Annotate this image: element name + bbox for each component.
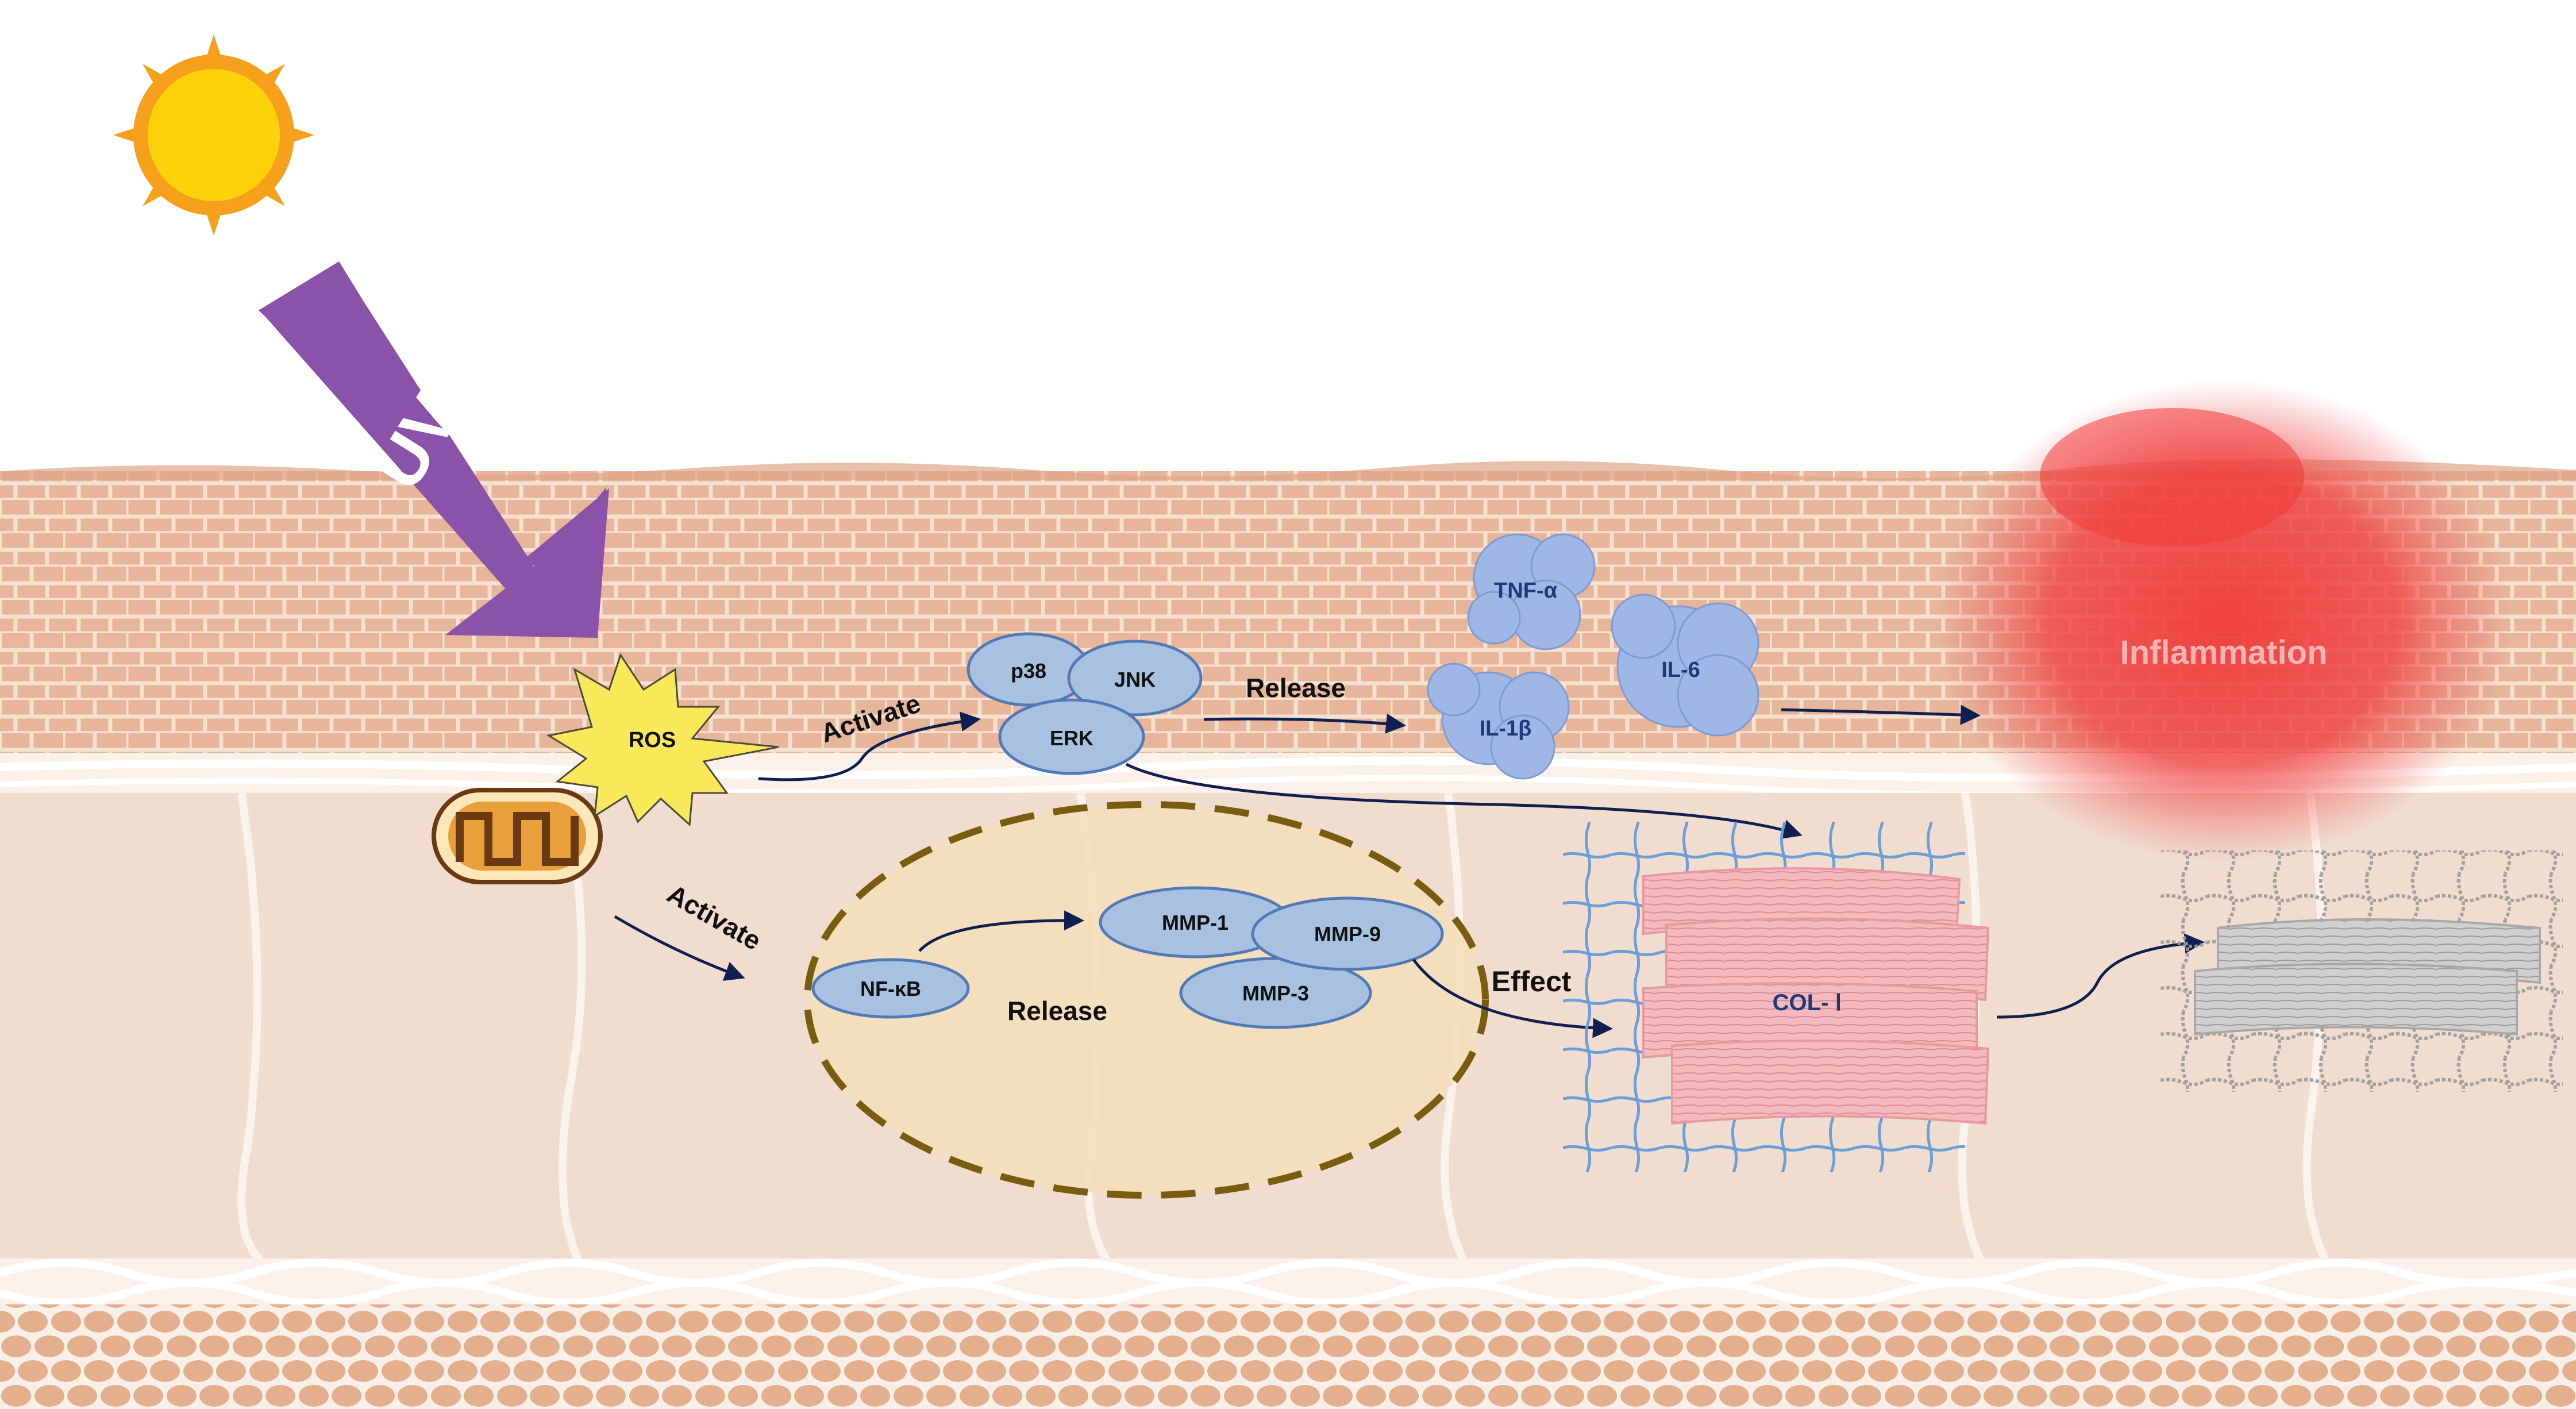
p38-label: p38 [1011,659,1046,683]
collagen-fiber-icon [1563,822,1990,1172]
arrow-cytokines-to-inflammation [1781,704,1981,725]
erk-protein [998,698,1145,775]
uv-arrow-icon [259,261,609,638]
mitochondrion-icon [432,788,603,884]
cytokine-il1 [1427,663,1570,780]
cytokine-tnf [1467,533,1596,650]
mmp3-label: MMP-3 [1242,981,1309,1005]
il1-label: IL-1β [1480,717,1532,741]
effect-label: Effect [1492,965,1572,998]
il6-label: IL-6 [1661,658,1700,682]
nfkb-label: NF-κB [860,977,921,1000]
release-bottom-label: Release [1007,996,1107,1026]
mapk-cluster [967,632,1203,775]
nfkb-protein [811,958,970,1019]
inflammation-label: Inflammation [2120,634,2328,671]
col-label: COL- Ⅰ [1773,990,1842,1015]
degraded-collagen-icon [2161,850,2563,1092]
release-top-label: Release [1246,673,1346,703]
fat-layer [0,1304,2576,1409]
arrow-mito-to-nfkb [614,915,745,981]
erk-label: ERK [1050,726,1093,750]
sun-icon [113,34,314,236]
arrow-collagen-to-degraded [1996,933,2205,1019]
mmp1-label: MMP-1 [1162,911,1229,934]
jnk-label: JNK [1114,668,1156,691]
mmp9-label: MMP-9 [1314,922,1381,946]
ros-burst-icon [546,653,779,827]
arrow-nfkb-to-mmp [918,910,1084,952]
mmp9-protein [1251,896,1444,971]
arrow-erk-to-collagen [1125,763,1803,840]
arrow-mapk-to-cytokines [1203,713,1406,734]
arrow-ros-to-mapk [758,711,981,782]
cytokine-il6 [1611,594,1759,737]
ros-label: ROS [629,728,676,752]
jnk-protein [1067,640,1203,717]
tnf-label: TNF-α [1494,579,1557,603]
